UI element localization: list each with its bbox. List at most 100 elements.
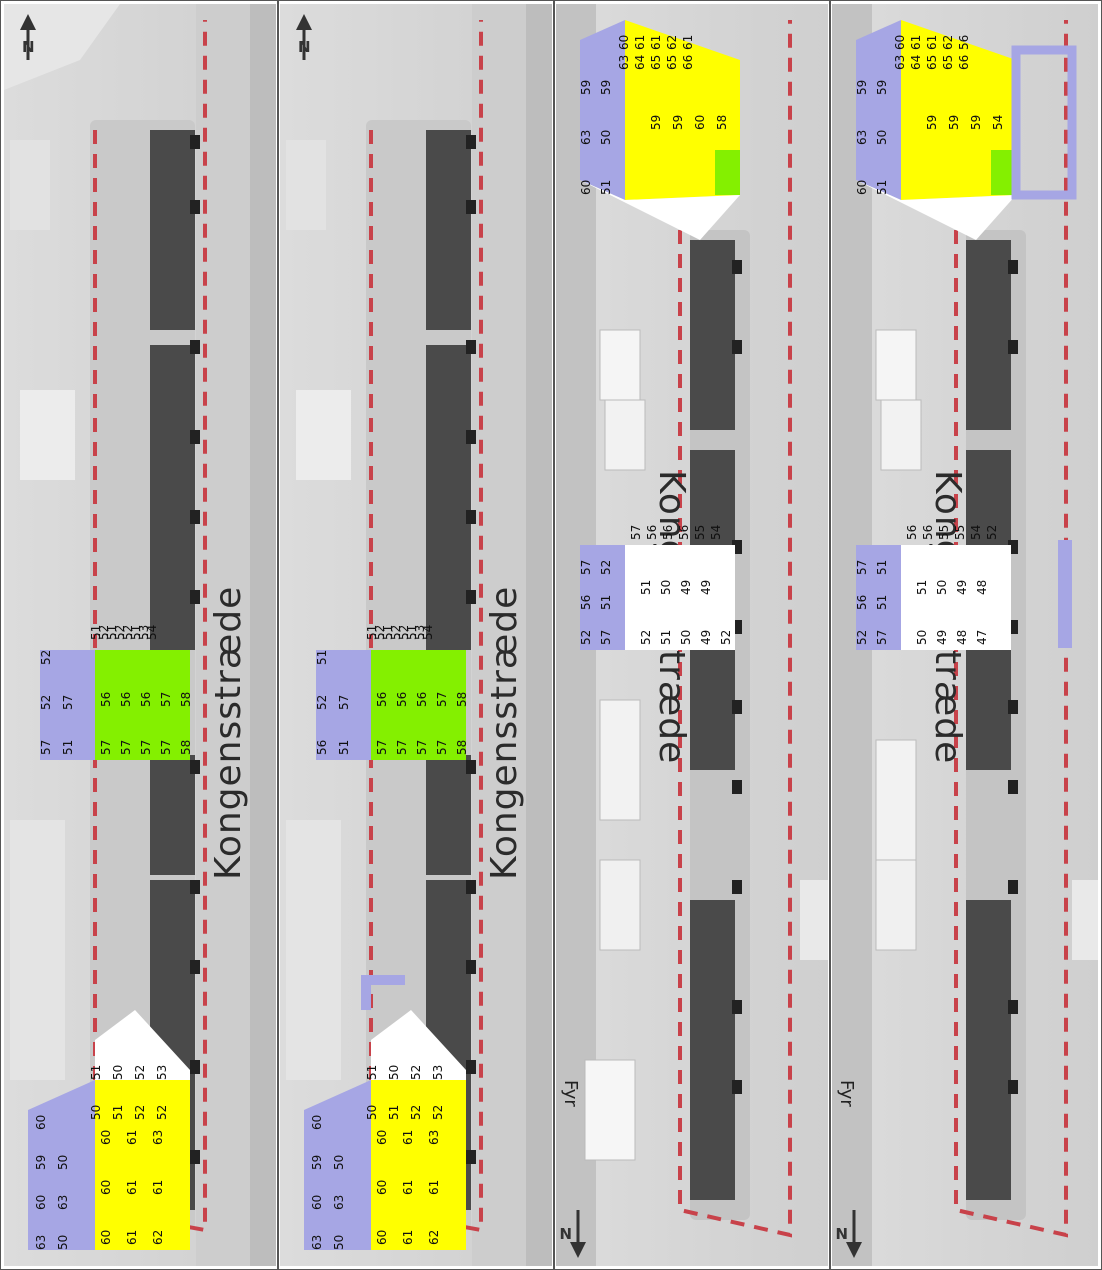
facade-level-label: 52: [113, 625, 127, 640]
roof-level-label: 63: [579, 130, 593, 145]
facade-level-label: 51: [89, 1065, 103, 1080]
facade-level-label: 60: [617, 35, 631, 50]
facade-level-label: 49: [935, 630, 949, 645]
facade-level-label: 55: [937, 525, 951, 540]
facade-level-label: 54: [421, 625, 435, 640]
facade-level-label: 61: [401, 1130, 415, 1145]
roof-level-label: 50: [875, 130, 889, 145]
south-arrow-icon: N: [835, 1210, 862, 1258]
facade-level-label: 54: [969, 525, 983, 540]
roof-level-label: 60: [34, 1115, 48, 1130]
roof-level-label: 52: [579, 630, 593, 645]
roof-level-label: 56: [579, 595, 593, 610]
facade-level-label: 47: [975, 630, 989, 645]
roof-level-label: 51: [61, 740, 75, 755]
facade-level-label: 51: [365, 1065, 379, 1080]
fyr-label: Fyr: [560, 1080, 581, 1107]
roof-level-label: 50: [332, 1155, 346, 1170]
facade-level-label: 65: [649, 55, 663, 70]
roof-level-label: 60: [34, 1195, 48, 1210]
facade-level-label: 65: [925, 55, 939, 70]
facade-level-label: 64: [909, 55, 923, 70]
facade-level-label: 59: [649, 115, 663, 130]
facade-level-label: 62: [665, 35, 679, 50]
facade-level-label: 52: [155, 1105, 169, 1120]
facade-level-label: 48: [975, 580, 989, 595]
facade-level-label: 49: [955, 580, 969, 595]
facade-level-label: 63: [893, 55, 907, 70]
facade-level-label: 52: [985, 525, 999, 540]
facade-level-label: 62: [941, 35, 955, 50]
roof-level-label: 63: [310, 1235, 324, 1250]
facade-level-label: 61: [909, 35, 923, 50]
building-block-mid: [580, 545, 735, 650]
roof-level-label: 51: [875, 595, 889, 610]
facade-level-label: 58: [455, 740, 469, 755]
facade-level-label: 57: [119, 740, 133, 755]
facade-level-label: 52: [373, 625, 387, 640]
street-label: Kongensstræde: [208, 586, 249, 880]
facade-level-label: 64: [633, 55, 647, 70]
facade-level-label: 63: [427, 1130, 441, 1145]
roof-level-label: 63: [34, 1235, 48, 1250]
roof-level-label: 59: [855, 80, 869, 95]
facade-level-label: 62: [151, 1230, 165, 1245]
roof-level-label: 63: [332, 1195, 346, 1210]
roof-level-label: 59: [34, 1155, 48, 1170]
panel-3: Kongensstræde Fyr N 52565757515257565656…: [556, 4, 828, 1266]
roof-level-label: 59: [579, 80, 593, 95]
facade-level-label: 51: [659, 630, 673, 645]
svg-text:N: N: [835, 1224, 848, 1242]
panel-1: N Kongensstræde 636059605063505051515052…: [4, 4, 276, 1266]
facade-level-label: 56: [415, 692, 429, 707]
facade-level-label: 65: [665, 55, 679, 70]
facade-level-label: 60: [99, 1180, 113, 1195]
facade-level-label: 57: [139, 740, 153, 755]
building-block-left: [304, 975, 466, 1250]
panel-4: Kongensstræde Fyr N 52565757515156565555…: [832, 4, 1098, 1266]
facade-level-label: 59: [947, 115, 961, 130]
facade-level-label: 58: [455, 692, 469, 707]
building-block-right: [580, 20, 740, 240]
facade-level-label: 51: [381, 625, 395, 640]
north-arrow-icon: N: [20, 14, 36, 60]
building-block-right: [856, 20, 1077, 240]
facade-level-label: 52: [133, 1105, 147, 1120]
facade-level-label: 57: [435, 692, 449, 707]
facade-level-label: 66: [681, 55, 695, 70]
facade-level-label: 50: [935, 580, 949, 595]
facade-level-label: 52: [639, 630, 653, 645]
building-block-mid: [856, 540, 1072, 650]
street-label: Kongensstræde: [484, 586, 525, 880]
facade-level-label: 52: [133, 1065, 147, 1080]
facade-level-label: 53: [137, 625, 151, 640]
facade-level-label: 60: [375, 1180, 389, 1195]
facade-level-label: 61: [633, 35, 647, 50]
facade-level-label: 51: [915, 580, 929, 595]
facade-level-label: 61: [427, 1180, 441, 1195]
fyr-label: Fyr: [836, 1080, 857, 1107]
roof-level-label: 59: [599, 80, 613, 95]
south-arrow-icon: N: [559, 1210, 586, 1258]
facade-level-label: 52: [431, 1105, 445, 1120]
building-block-mid: [40, 650, 190, 760]
facade-level-label: 57: [395, 740, 409, 755]
facade-level-label: 56: [119, 692, 133, 707]
facade-level-label: 56: [661, 525, 675, 540]
facade-level-label: 50: [679, 630, 693, 645]
facade-level-label: 49: [699, 630, 713, 645]
parking-lots-3: [690, 240, 735, 1200]
roof-level-label: 57: [337, 695, 351, 710]
roof-level-label: 52: [315, 695, 329, 710]
facade-level-label: 52: [397, 625, 411, 640]
roof-level-label: 56: [855, 595, 869, 610]
roof-level-label: 51: [599, 595, 613, 610]
panel-2: N Kongensstræde 636059605063505051515052…: [280, 4, 552, 1266]
facade-level-label: 59: [671, 115, 685, 130]
facade-level-label: 61: [125, 1130, 139, 1145]
roof-level-label: 60: [579, 180, 593, 195]
roof-level-label: 63: [56, 1195, 70, 1210]
facade-level-label: 63: [151, 1130, 165, 1145]
facade-level-label: 51: [111, 1105, 125, 1120]
facade-level-label: 62: [427, 1230, 441, 1245]
